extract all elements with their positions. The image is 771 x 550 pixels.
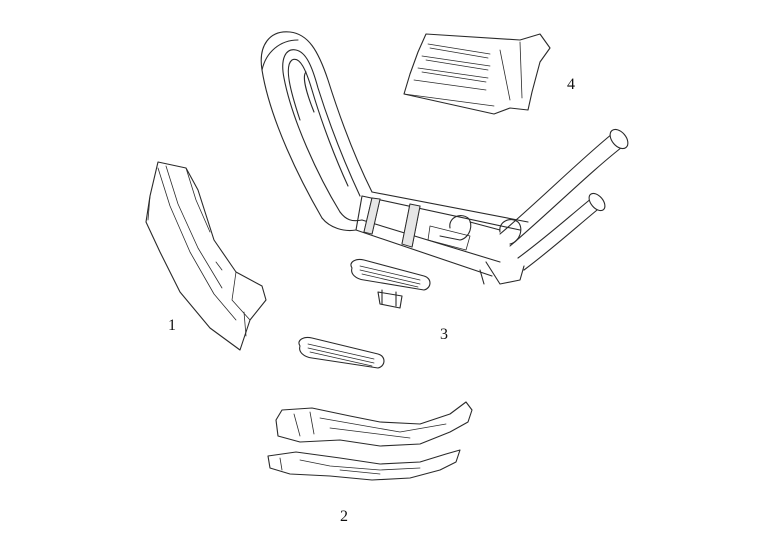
floor-rail-part bbox=[267, 401, 473, 481]
part-label-4: 4 bbox=[567, 76, 575, 93]
part-label-3: 3 bbox=[440, 326, 448, 343]
part-label-1: 1 bbox=[168, 317, 176, 334]
front-cowl-part bbox=[403, 33, 551, 115]
side-panel-part bbox=[145, 161, 267, 351]
footrest-lower bbox=[298, 336, 385, 369]
part-label-2: 2 bbox=[340, 508, 348, 525]
frame-part bbox=[260, 31, 629, 285]
footrest-upper bbox=[350, 258, 431, 309]
